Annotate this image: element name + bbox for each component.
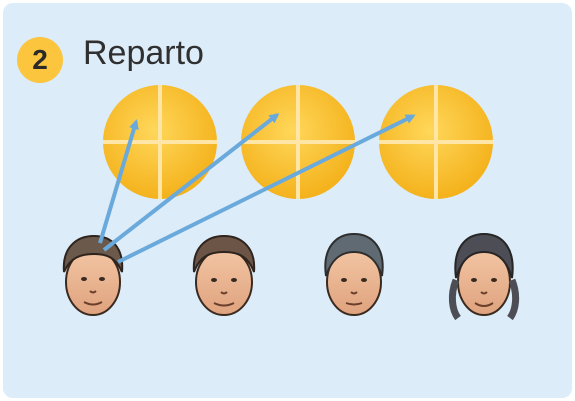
child-3 [324, 232, 384, 316]
pie-1 [103, 85, 217, 199]
pie-2 [241, 85, 355, 199]
exercise-card: 2 Reparto [3, 3, 572, 398]
exercise-number-badge: 2 [17, 37, 63, 83]
arrow-to-pie-1 [98, 119, 139, 244]
exercise-title: Reparto [83, 34, 204, 72]
arrow-to-pie-2 [102, 113, 280, 252]
arrow-to-pie-3 [117, 114, 416, 264]
pie-3 [379, 85, 493, 199]
child-4 [448, 232, 520, 321]
arrows [98, 113, 416, 264]
child-2 [192, 234, 256, 316]
child-1 [62, 234, 124, 316]
